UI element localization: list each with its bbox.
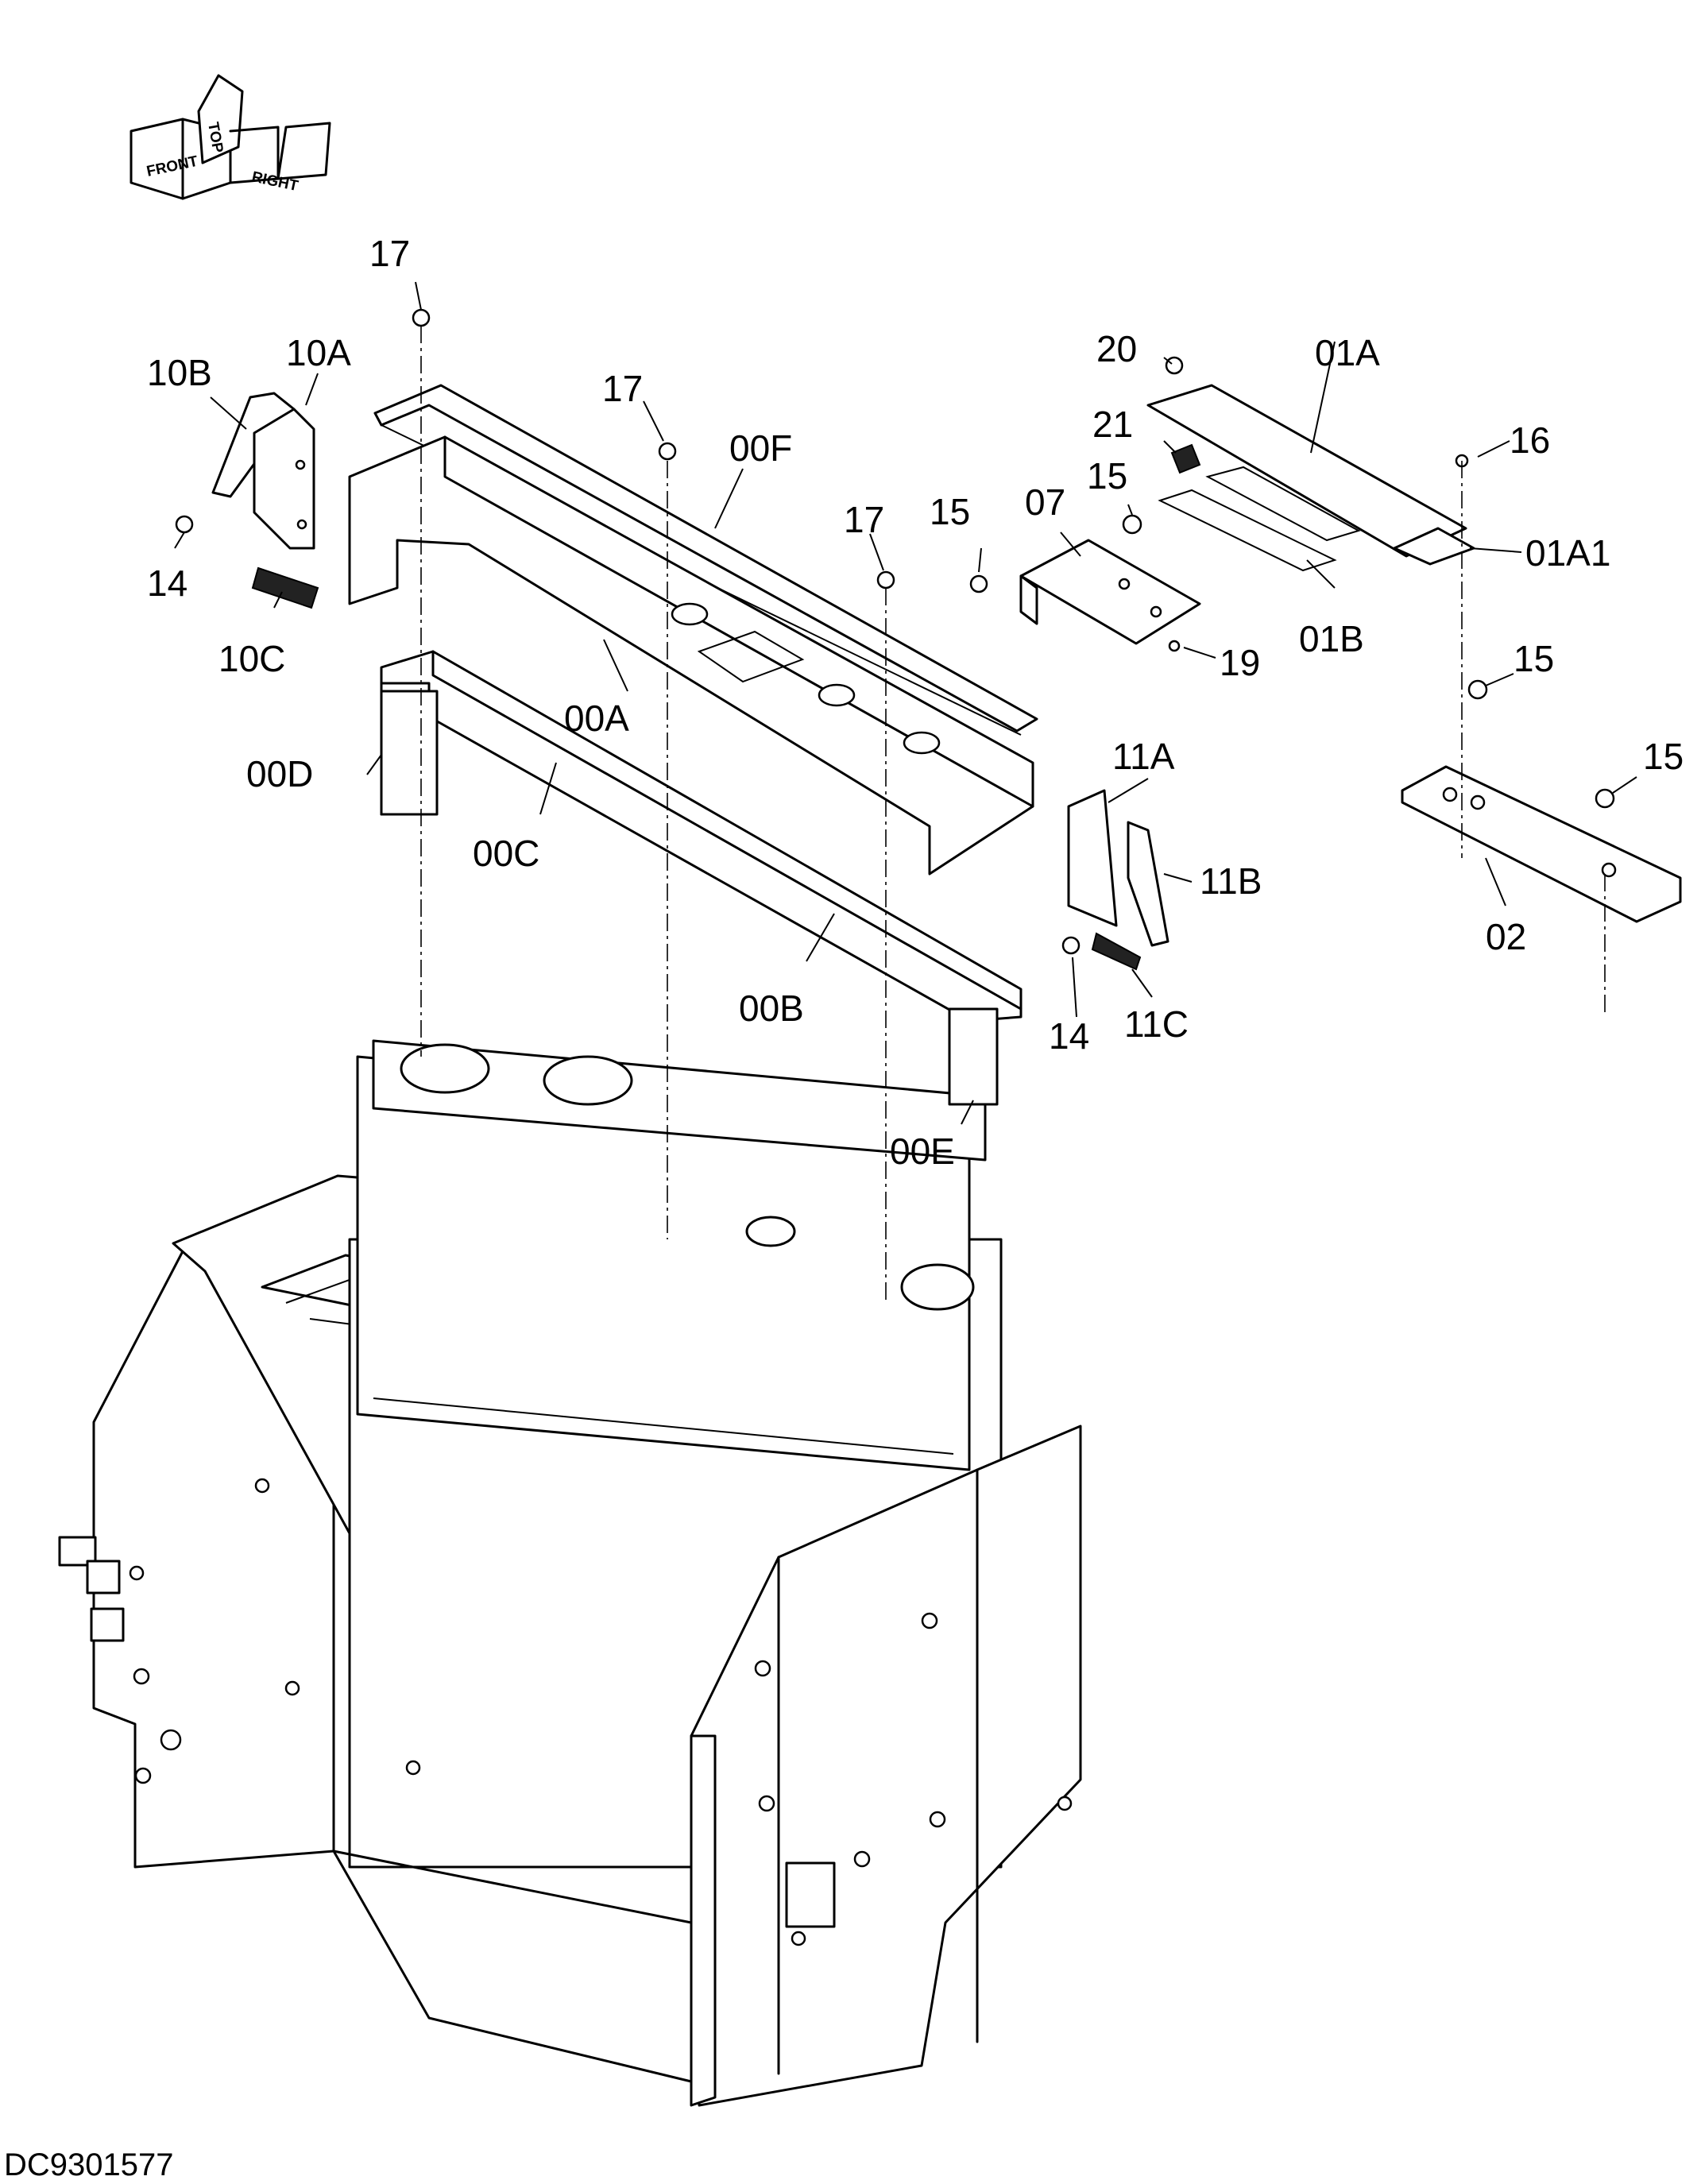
callout-11a: 11A [1112, 736, 1175, 777]
centerlines [420, 326, 1606, 1303]
part-10-group [175, 392, 319, 609]
callout-15-c: 15 [1514, 638, 1554, 679]
part-00d-pad [380, 690, 439, 816]
callout-labels: 17 10A 10B 14 10C 00F 17 00A 00D 00C 17 … [147, 233, 1684, 1172]
callout-17-a: 17 [369, 233, 410, 274]
part-01a-cover [1146, 356, 1475, 572]
callout-14-right: 14 [1049, 1015, 1089, 1057]
callout-00f: 00F [729, 427, 792, 469]
part-07-bracket [969, 539, 1201, 645]
callout-00e: 00E [890, 1131, 955, 1172]
drawing-code: DC9301577 [4, 2147, 174, 2182]
callout-20: 20 [1096, 328, 1137, 369]
callout-10b: 10B [147, 352, 212, 393]
callout-10c: 10C [218, 638, 285, 679]
fasteners [412, 308, 1615, 809]
callout-17-b: 17 [602, 368, 643, 409]
frame-assembly [58, 1039, 1082, 2107]
callout-14-left: 14 [147, 562, 187, 604]
callout-21: 21 [1092, 404, 1133, 445]
callout-00c: 00C [473, 833, 539, 874]
callout-11c: 11C [1124, 1003, 1189, 1045]
part-00e-pad [948, 1007, 999, 1106]
callout-10a: 10A [286, 332, 351, 373]
part-02-plate [1401, 765, 1682, 923]
part-11-group [1061, 789, 1169, 971]
callout-00a: 00A [564, 698, 629, 739]
callout-15-b: 15 [1087, 455, 1127, 497]
callout-00b: 00B [739, 988, 804, 1029]
callout-11b: 11B [1200, 860, 1262, 902]
callout-07: 07 [1025, 481, 1065, 523]
callout-01a1: 01A1 [1525, 532, 1610, 574]
part-00a-cover [348, 435, 1034, 876]
callout-01b: 01B [1299, 618, 1364, 659]
callout-15-a: 15 [930, 491, 970, 532]
callout-15-d: 15 [1643, 736, 1684, 777]
callout-19: 19 [1220, 642, 1260, 683]
leader-lines [174, 281, 1637, 1125]
callout-00d: 00D [246, 753, 313, 794]
callout-02: 02 [1486, 916, 1526, 957]
callout-17-c: 17 [844, 499, 884, 540]
orientation-arrow-icon: FRONT TOP RIGHT [130, 74, 331, 200]
callout-16: 16 [1510, 419, 1550, 461]
callout-01a: 01A [1315, 332, 1380, 373]
